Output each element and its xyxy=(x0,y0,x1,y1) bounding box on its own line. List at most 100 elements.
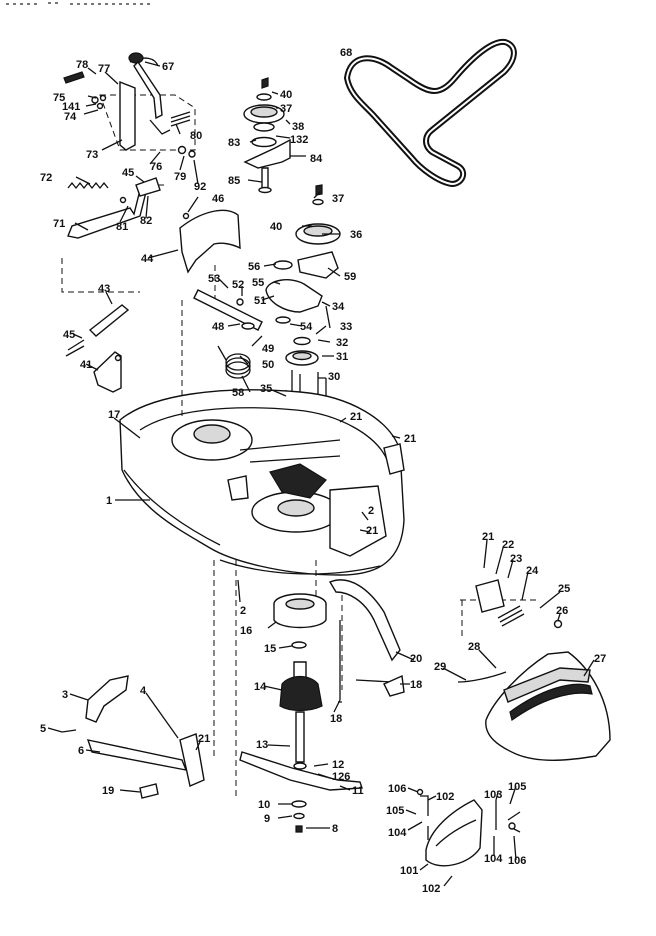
callout-83: 83 xyxy=(228,137,240,149)
lift-rod xyxy=(67,177,161,239)
callout-104-right: 104 xyxy=(484,853,503,865)
front-hanger xyxy=(61,675,205,799)
callout-79: 79 xyxy=(174,171,186,183)
callout-45-upper: 45 xyxy=(122,167,134,179)
center-pulley xyxy=(269,463,327,499)
callout-6: 6 xyxy=(78,745,84,757)
callout-43: 43 xyxy=(98,283,110,295)
spindle-14 xyxy=(279,675,323,712)
callout-11: 11 xyxy=(352,785,364,797)
callout-21-a: 21 xyxy=(350,411,362,423)
callout-32: 32 xyxy=(336,337,348,349)
callout-59: 59 xyxy=(344,271,356,283)
callout-33: 33 xyxy=(340,321,352,333)
callout-58: 58 xyxy=(232,387,244,399)
callout-48: 48 xyxy=(212,321,224,333)
callout-2-lower: 2 xyxy=(240,605,246,617)
callout-132: 132 xyxy=(290,134,308,146)
callout-17: 17 xyxy=(108,409,120,421)
callout-29: 29 xyxy=(434,661,446,673)
lever-knob xyxy=(128,52,144,64)
callout-76: 76 xyxy=(150,161,162,173)
callout-24: 24 xyxy=(526,565,539,577)
lever-bolt xyxy=(63,71,85,84)
callout-26: 26 xyxy=(556,605,568,617)
callout-20: 20 xyxy=(410,653,422,665)
idler-pulley-stack xyxy=(243,77,291,194)
callout-50: 50 xyxy=(262,359,274,371)
idler-arm-59 xyxy=(297,251,339,279)
callout-49: 49 xyxy=(262,343,274,355)
callout-18-right: 18 xyxy=(410,679,422,691)
hanger-arm-6 xyxy=(86,739,188,771)
callout-78: 78 xyxy=(76,59,88,71)
callout-104-left: 104 xyxy=(388,827,407,839)
callout-40-right: 40 xyxy=(270,221,282,233)
lift-spring xyxy=(67,181,109,190)
scan-artifact xyxy=(6,2,150,5)
callout-30: 30 xyxy=(328,371,340,383)
callout-53: 53 xyxy=(208,273,220,285)
lever-spring xyxy=(170,111,191,127)
callout-84: 84 xyxy=(310,153,323,165)
torsion-spring xyxy=(217,345,251,379)
deck-stabilizer-arm xyxy=(328,579,405,703)
callout-25: 25 xyxy=(558,583,570,595)
callout-5: 5 xyxy=(40,723,46,735)
callout-102-top: 102 xyxy=(436,791,454,803)
idler-bracket xyxy=(243,138,291,169)
callout-31: 31 xyxy=(336,351,348,363)
callout-13: 13 xyxy=(256,739,268,751)
mulching-plug xyxy=(416,788,521,867)
shaft-13 xyxy=(295,711,305,763)
callout-23: 23 xyxy=(510,553,522,565)
callout-28: 28 xyxy=(468,641,480,653)
lift-lever-handle xyxy=(133,60,163,120)
callout-15: 15 xyxy=(264,643,276,655)
callout-21-e: 21 xyxy=(198,733,210,745)
callout-36: 36 xyxy=(350,229,362,241)
callout-16: 16 xyxy=(240,625,252,637)
callout-19: 19 xyxy=(102,785,114,797)
callout-10: 10 xyxy=(258,799,270,811)
callout-67: 67 xyxy=(162,61,174,73)
belt-guard xyxy=(179,209,241,274)
discharge-chute xyxy=(457,651,611,761)
callout-8: 8 xyxy=(332,823,338,835)
callout-46: 46 xyxy=(212,193,224,205)
callout-82: 82 xyxy=(140,215,152,227)
callout-2-upper: 2 xyxy=(368,505,374,517)
idler-arm-assembly xyxy=(193,279,331,366)
callout-27: 27 xyxy=(594,653,606,665)
mower-deck xyxy=(119,389,405,576)
callout-51: 51 xyxy=(254,295,266,307)
lift-lever-assembly xyxy=(63,52,196,158)
lift-link-group xyxy=(65,304,130,393)
callout-leaders xyxy=(47,61,595,887)
callout-101: 101 xyxy=(400,865,418,877)
callout-38: 38 xyxy=(292,121,304,133)
callout-72: 72 xyxy=(40,172,52,184)
callout-102-bottom: 102 xyxy=(422,883,440,895)
callout-1: 1 xyxy=(106,495,112,507)
callout-9: 9 xyxy=(264,813,270,825)
callout-12: 12 xyxy=(332,759,344,771)
callout-141: 141 xyxy=(62,101,80,113)
callout-4: 4 xyxy=(140,685,147,697)
drive-belt xyxy=(343,38,517,188)
callout-3: 3 xyxy=(62,689,68,701)
callout-56: 56 xyxy=(248,261,260,273)
callout-21-c: 21 xyxy=(366,525,378,537)
deflector-bracket xyxy=(460,579,563,640)
callout-34: 34 xyxy=(332,301,345,313)
callout-73: 73 xyxy=(86,149,98,161)
callout-68: 68 xyxy=(340,47,352,59)
callout-35: 35 xyxy=(260,383,272,395)
callout-52: 52 xyxy=(232,279,244,291)
callout-105-right: 105 xyxy=(508,781,526,793)
spindle-assembly xyxy=(273,593,327,770)
callout-106-right: 106 xyxy=(508,855,526,867)
callout-71: 71 xyxy=(53,218,65,230)
callout-14: 14 xyxy=(254,681,267,693)
